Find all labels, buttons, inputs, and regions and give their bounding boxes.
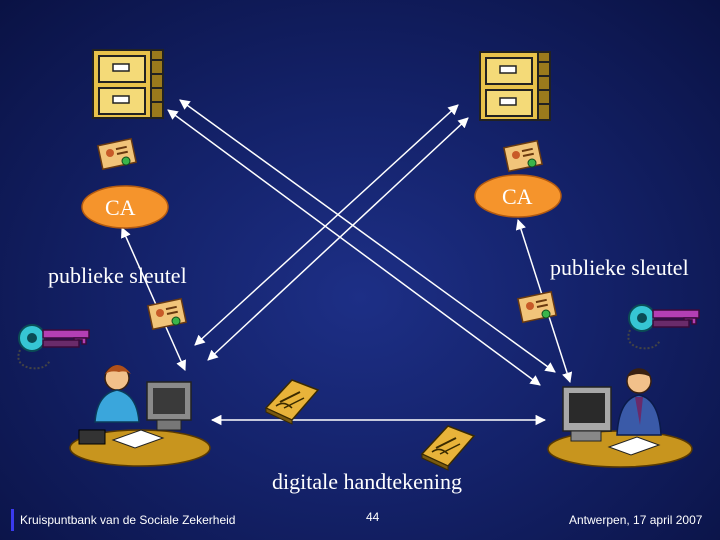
certificate-icon [147,297,187,331]
arrow-server-right-to-user-left [194,104,459,346]
person-at-computer-icon [547,368,693,468]
person-at-computer-icon [69,365,211,467]
file-cabinet-icon [479,51,551,121]
signed-document-icon [265,379,319,425]
arrow-server-left-to-user-right [167,109,541,386]
arrow-server-right-to-user-left-2 [207,117,469,361]
ca-label-right: CA [502,184,533,209]
signed-document-icon [421,425,475,471]
file-cabinet-icon [92,49,164,119]
digital-signature-label: digitale handtekening [272,469,462,494]
footer-organization: Kruispuntbank van de Sociale Zekerheid [20,513,236,527]
certificate-icon [503,139,543,173]
connection-arrows [121,99,573,426]
key-icon [17,324,91,370]
footer-location-date: Antwerpen, 17 april 2007 [569,513,703,527]
ca-label-left: CA [105,195,136,220]
ca-node-right [474,174,562,218]
certificate-icon [97,137,137,171]
certificate-icon [517,290,557,324]
arrow-ca-left-to-user-left [121,227,186,371]
public-key-label-left: publieke sleutel [48,263,187,288]
public-key-label-right: publieke sleutel [550,255,689,280]
footer-page-number: 44 [366,510,380,524]
footer-accent-bar [11,509,14,531]
arrow-server-left-to-user-right-2 [179,99,556,373]
ca-node-left [81,185,169,229]
key-icon [627,304,700,350]
